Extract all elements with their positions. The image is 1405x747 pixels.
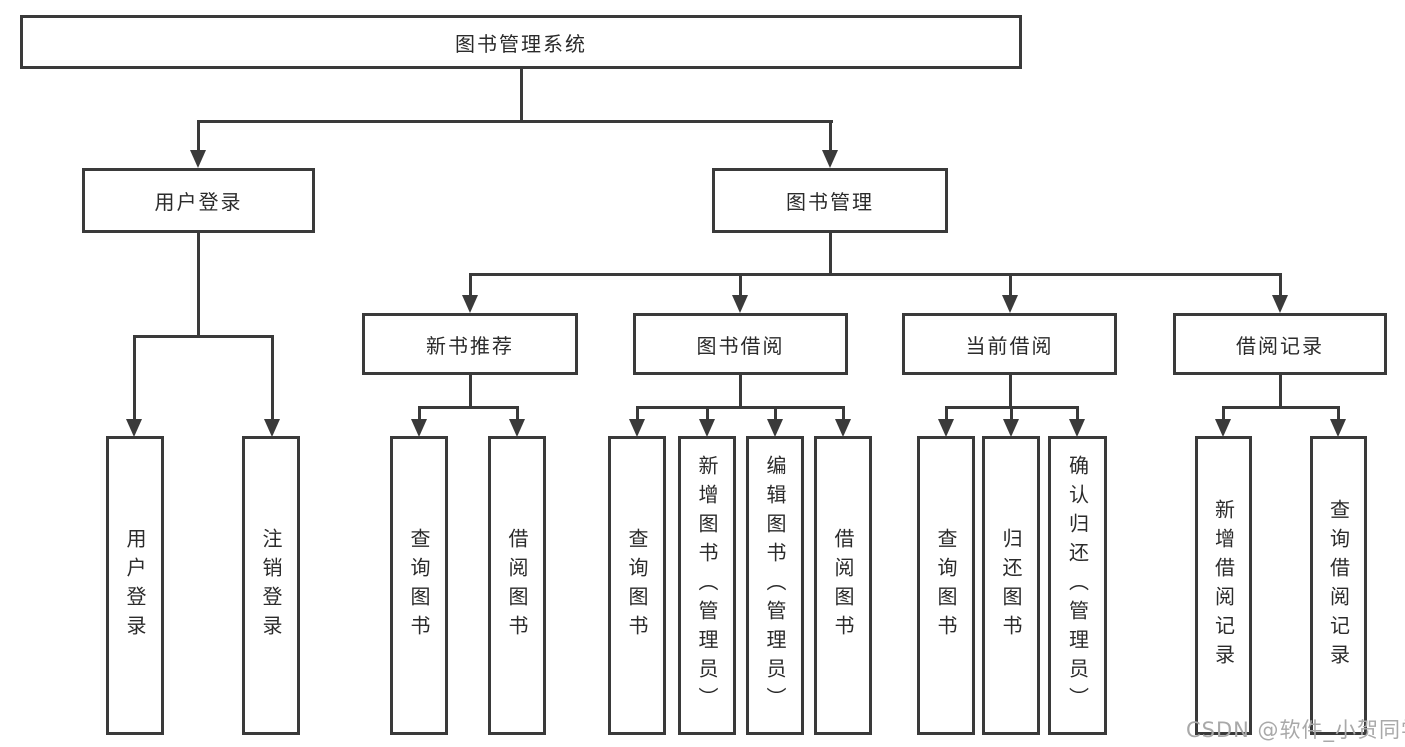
node-label: 注销登录 [259, 527, 283, 644]
connector-line [520, 69, 523, 120]
connector-line [469, 273, 1282, 276]
connector-line [829, 233, 832, 273]
node-library-management-system: 图书管理系统 [20, 15, 1022, 69]
node-label: 用户登录 [154, 190, 243, 214]
connector-line [1009, 273, 1012, 295]
arrowhead-icon [190, 150, 206, 168]
connector-line [842, 406, 845, 419]
connector-line [1222, 406, 1225, 419]
node-edit-books-admin: 编辑图书（管理员） [746, 436, 804, 735]
connector-line [418, 406, 421, 419]
arrowhead-icon [411, 419, 427, 437]
arrowhead-icon [462, 295, 478, 313]
node-query-books-current: 查询图书 [917, 436, 975, 735]
node-label: 查询图书 [934, 527, 958, 644]
connector-line [739, 375, 742, 406]
node-label: 查询图书 [407, 527, 431, 644]
arrowhead-icon [1215, 419, 1231, 437]
connector-line [774, 406, 777, 419]
node-label: 借阅图书 [505, 527, 529, 644]
connector-line [516, 406, 519, 419]
connector-line [636, 406, 639, 419]
node-query-books-recommend: 查询图书 [390, 436, 448, 735]
connector-line [706, 406, 709, 419]
node-label: 新书推荐 [426, 333, 514, 358]
connector-line [197, 120, 200, 151]
node-label: 查询借阅记录 [1326, 498, 1351, 673]
node-logout: 注销登录 [242, 436, 300, 735]
connector-line [1279, 375, 1282, 406]
arrowhead-icon [699, 419, 715, 437]
arrowhead-icon [938, 419, 954, 437]
node-label: 归还图书 [999, 527, 1023, 644]
connector-line [636, 406, 845, 409]
arrowhead-icon [629, 419, 645, 437]
node-new-book-recommend: 新书推荐 [362, 313, 578, 375]
node-query-borrow-record: 查询借阅记录 [1310, 436, 1367, 735]
arrowhead-icon [767, 419, 783, 437]
connector-line [469, 375, 472, 406]
connector-line [197, 233, 200, 335]
node-book-management: 图书管理 [712, 168, 948, 233]
arrowhead-icon [1272, 295, 1288, 313]
node-label: 当前借阅 [965, 333, 1054, 358]
node-label: 图书管理系统 [455, 31, 587, 56]
connector-line [1222, 406, 1339, 409]
connector-line [739, 273, 742, 295]
arrowhead-icon [1002, 295, 1018, 313]
arrowhead-icon [509, 419, 525, 437]
connector-line [418, 406, 519, 409]
arrowhead-icon [835, 419, 851, 437]
node-confirm-return-admin: 确认归还（管理员） [1048, 436, 1107, 735]
connector-line [271, 335, 274, 419]
node-add-borrow-record: 新增借阅记录 [1195, 436, 1252, 735]
connector-line [1279, 273, 1282, 295]
connector-line [469, 273, 472, 295]
arrowhead-icon [1003, 419, 1019, 437]
connector-line [1076, 406, 1079, 419]
connector-line [829, 120, 832, 151]
connector-line [945, 406, 948, 419]
node-label: 新增图书（管理员） [695, 455, 719, 716]
node-current-borrowing: 当前借阅 [902, 313, 1117, 375]
node-label: 图书管理 [786, 190, 874, 214]
node-label: 查询图书 [625, 527, 649, 644]
connector-line [1010, 406, 1013, 419]
node-label: 编辑图书（管理员） [763, 455, 787, 716]
connector-line [133, 335, 136, 419]
connector-line [133, 335, 274, 338]
arrowhead-icon [126, 419, 142, 437]
node-user-login-leaf: 用户登录 [106, 436, 164, 735]
node-borrow-books-leaf: 借阅图书 [814, 436, 872, 735]
node-book-borrowing: 图书借阅 [633, 313, 848, 375]
arrowhead-icon [822, 150, 838, 168]
node-add-books-admin: 新增图书（管理员） [678, 436, 736, 735]
node-label: 用户登录 [123, 527, 147, 644]
watermark: CSDN @软件_小贺同学 [1186, 718, 1405, 742]
node-label: 借阅图书 [831, 527, 855, 644]
node-query-books-borrowing: 查询图书 [608, 436, 666, 735]
node-label: 图书借阅 [696, 333, 785, 358]
connector-line [197, 120, 833, 123]
node-return-books: 归还图书 [982, 436, 1040, 735]
connector-line [1337, 406, 1340, 419]
arrowhead-icon [732, 295, 748, 313]
node-user-login: 用户登录 [82, 168, 315, 233]
node-label: 确认归还（管理员） [1065, 455, 1090, 716]
arrowhead-icon [1069, 419, 1085, 437]
connector-line [1009, 375, 1012, 406]
node-borrowing-records: 借阅记录 [1173, 313, 1387, 375]
node-borrow-books-recommend: 借阅图书 [488, 436, 546, 735]
node-label: 新增借阅记录 [1211, 498, 1236, 673]
node-label: 借阅记录 [1236, 333, 1324, 358]
arrowhead-icon [1330, 419, 1346, 437]
arrowhead-icon [264, 419, 280, 437]
